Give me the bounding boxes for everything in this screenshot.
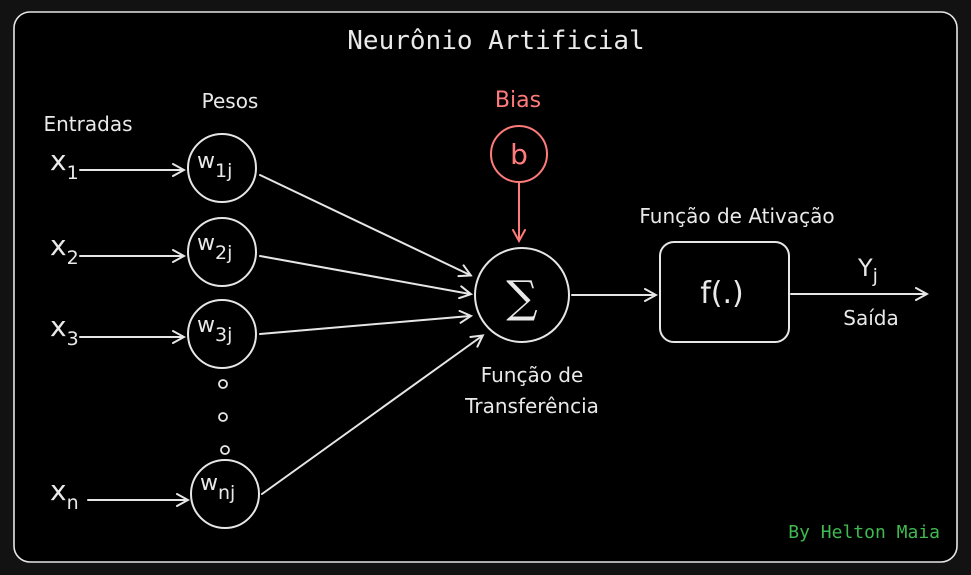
transfer-label-line2: Transferência	[464, 394, 599, 418]
input-xn: xn	[50, 474, 79, 514]
svg-text:x3: x3	[50, 310, 79, 350]
svg-text:Yj: Yj	[857, 254, 878, 287]
ellipsis-dots	[218, 379, 230, 455]
weight-w1j: w1j	[187, 133, 257, 203]
sum-symbol: ∑	[506, 272, 537, 323]
arrow-w2-to-sum	[259, 255, 470, 294]
summation-node: ∑	[474, 247, 570, 343]
input-x1: x1	[50, 144, 79, 184]
bias-label: Bias	[495, 88, 541, 113]
svg-text:xn: xn	[50, 474, 79, 514]
bias-symbol: b	[510, 138, 528, 171]
credit-text: By Helton Maia	[788, 522, 940, 543]
activation-func: f(.)	[700, 276, 744, 311]
diagram-title: Neurônio Artificial	[347, 26, 644, 56]
input-x3: x3	[50, 310, 79, 350]
activation-node: f(.)	[659, 241, 790, 343]
svg-text:w1j: w1j	[197, 149, 232, 182]
weight-wnj: wnj	[190, 459, 260, 529]
input-x2: x2	[50, 229, 79, 269]
weight-w2j: w2j	[187, 217, 257, 287]
diagram-frame	[13, 11, 958, 563]
svg-text:wnj: wnj	[200, 471, 235, 504]
arrow-w1-to-sum	[259, 174, 470, 275]
svg-text:x1: x1	[50, 144, 79, 184]
svg-text:w2j: w2j	[197, 231, 232, 264]
arrow-wn-to-sum	[261, 336, 482, 495]
activation-label: Função de Ativação	[639, 204, 834, 228]
transfer-label-line1: Função de	[481, 363, 584, 387]
inputs-label: Entradas	[43, 112, 132, 136]
weight-w3j: w3j	[187, 299, 257, 369]
output-label: Saída	[843, 306, 898, 330]
weights-label: Pesos	[202, 89, 259, 113]
svg-text:w3j: w3j	[197, 313, 232, 346]
svg-text:x2: x2	[50, 229, 79, 269]
output-yj: Yj	[857, 254, 878, 287]
arrow-w3-to-sum	[259, 316, 470, 335]
